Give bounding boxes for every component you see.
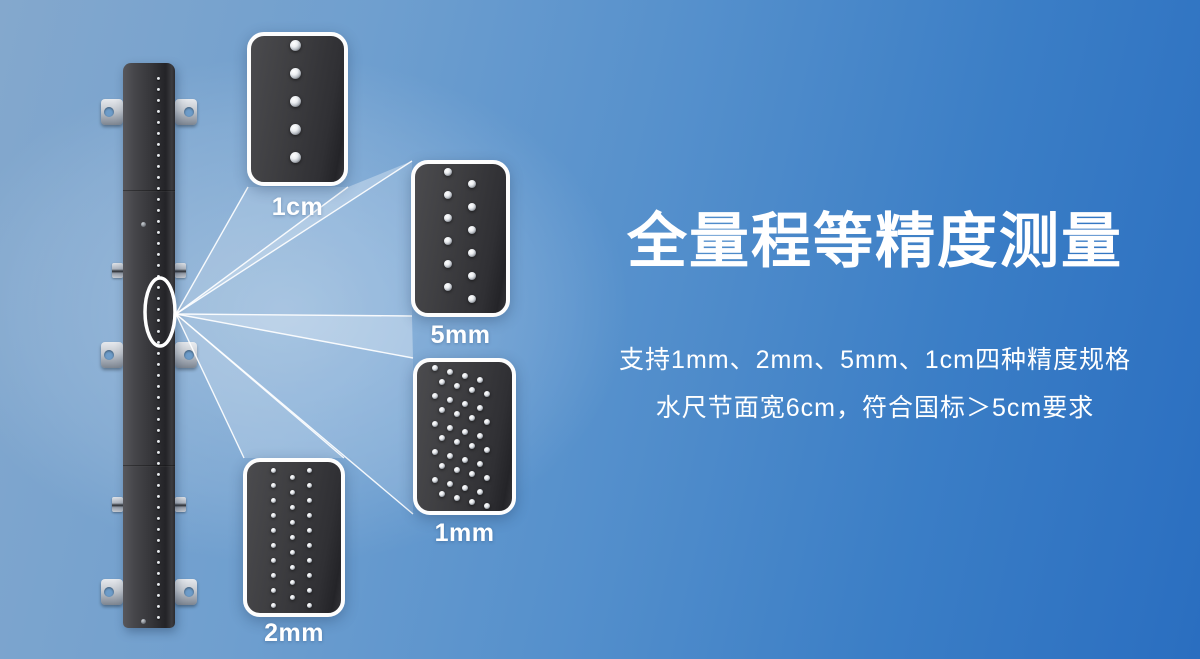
bracket-hole [184,587,194,597]
callout-ray [175,186,349,315]
callout-ray [175,186,249,315]
ruler-seam [123,190,175,192]
bracket-hole [104,107,114,117]
ruler-screw [141,619,146,624]
mounting-bracket [101,99,123,125]
callout-ray [175,313,413,317]
callout-rays [175,160,414,515]
callout-label: 1cm [271,193,324,221]
callout-ray [175,160,413,315]
mounting-tab [112,263,123,278]
description-line: 水尺节面宽6cm，符合国标＞5cm要求 [655,394,1095,422]
callout-ray [175,313,245,459]
bracket-hole [184,350,194,360]
callout-label: 1mm [434,519,495,547]
mounting-bracket [101,579,123,605]
callout-panel-2mm: 2mm [243,458,345,647]
mounting-tab [175,263,186,278]
zoom-view-1mm [413,358,516,515]
callout-panel-1mm: 1mm [413,358,516,547]
callout-panel-1cm: 1cm [247,32,348,221]
callout-panel-5mm: 5mm [411,160,510,349]
bracket-hole [184,107,194,117]
description-line: 支持1mm、2mm、5mm、1cm四种精度规格 [619,346,1131,374]
zoom-view-1cm [247,32,348,186]
ruler-screw [141,222,146,227]
zoom-ellipse [143,276,177,348]
callout-ray [175,313,414,359]
mounting-bracket [175,579,197,605]
mounting-bracket [101,342,123,368]
mounting-bracket [175,99,197,125]
bracket-hole [104,587,114,597]
zoom-view-5mm [411,160,510,317]
ruler-seam [123,465,175,467]
bracket-hole [104,350,114,360]
zoom-view-2mm [243,458,345,617]
callout-label: 2mm [264,619,324,647]
mounting-bracket [175,342,197,368]
callout-ray [175,313,345,459]
mounting-tab [175,497,186,512]
headline: 全量程等精度测量 [627,208,1123,275]
mounting-tab [112,497,123,512]
copy-block: 全量程等精度测量 支持1mm、2mm、5mm、1cm四种精度规格 水尺节面宽6c… [560,206,1190,432]
ruler-body [123,63,175,628]
callout-label: 5mm [430,321,491,349]
